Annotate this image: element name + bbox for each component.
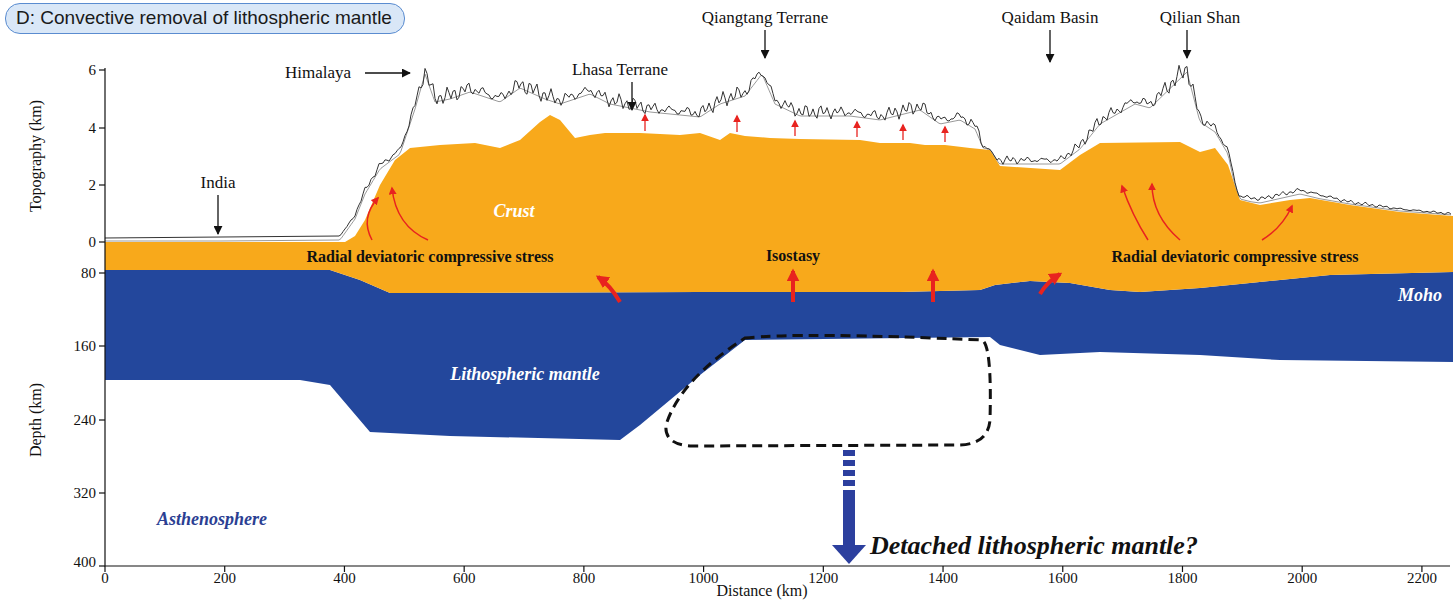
detached-outline (666, 335, 990, 446)
layer-label: Crust (493, 202, 534, 222)
tick-label: 80 (81, 265, 96, 282)
crust (105, 115, 1453, 293)
tick-label: 800 (573, 570, 596, 587)
tick-label: 1200 (808, 570, 838, 587)
tick-label: 400 (333, 570, 356, 587)
place-label: Qiangtang Terrane (702, 9, 828, 28)
tick-label: 2000 (1287, 570, 1317, 587)
tick-label: 160 (74, 338, 97, 355)
tick-label: 2200 (1407, 570, 1437, 587)
stress-label: Radial deviatoric compressive stress (307, 248, 554, 266)
pointer-arrows (218, 30, 1187, 234)
stress-label: Isostasy (766, 247, 820, 265)
place-label: India (201, 174, 236, 193)
tick-label: 1800 (1167, 570, 1197, 587)
tick-label: 600 (453, 570, 476, 587)
place-label: Qilian Shan (1160, 9, 1241, 28)
stress-arrows (367, 184, 1292, 240)
uplift-arrows (645, 115, 945, 142)
place-label: Lhasa Terrane (572, 61, 668, 80)
tick-label: 400 (74, 554, 97, 571)
layer-label: Asthenosphere (157, 510, 267, 530)
place-label: Qaidam Basin (1002, 9, 1099, 28)
panel-title: D: Convective removal of lithospheric ma… (16, 7, 392, 28)
topography-smooth (105, 72, 1451, 241)
tick-label: 1600 (1048, 570, 1078, 587)
isostasy-arrows (598, 271, 1060, 302)
note-label: Detached lithospheric mantle? (870, 532, 1198, 561)
boundary-label: Moho (1398, 286, 1442, 306)
tick-label: 0 (101, 570, 109, 587)
axis-title: Topography (km) (27, 100, 45, 212)
lithospheric-mantle (105, 270, 1453, 440)
topography-line (105, 65, 1451, 238)
title-box: D: Convective removal of lithospheric ma… (5, 3, 405, 34)
tick-label: 200 (213, 570, 236, 587)
axes (99, 68, 1450, 572)
tick-label: 2 (89, 177, 97, 194)
layer-label: Lithospheric mantle (450, 365, 600, 385)
place-label: Himalaya (285, 64, 351, 83)
tick-label: 1000 (689, 570, 719, 587)
sinking-arrow (832, 450, 866, 564)
tick-label: 320 (74, 485, 97, 502)
axis-title: Distance (km) (716, 582, 807, 600)
tick-label: 1400 (928, 570, 958, 587)
tick-label: 0 (89, 234, 97, 251)
axis-title: Depth (km) (27, 383, 45, 457)
tick-label: 4 (89, 120, 97, 137)
tick-label: 6 (89, 62, 97, 79)
tick-label: 240 (74, 412, 97, 429)
stress-label: Radial deviatoric compressive stress (1112, 248, 1359, 266)
